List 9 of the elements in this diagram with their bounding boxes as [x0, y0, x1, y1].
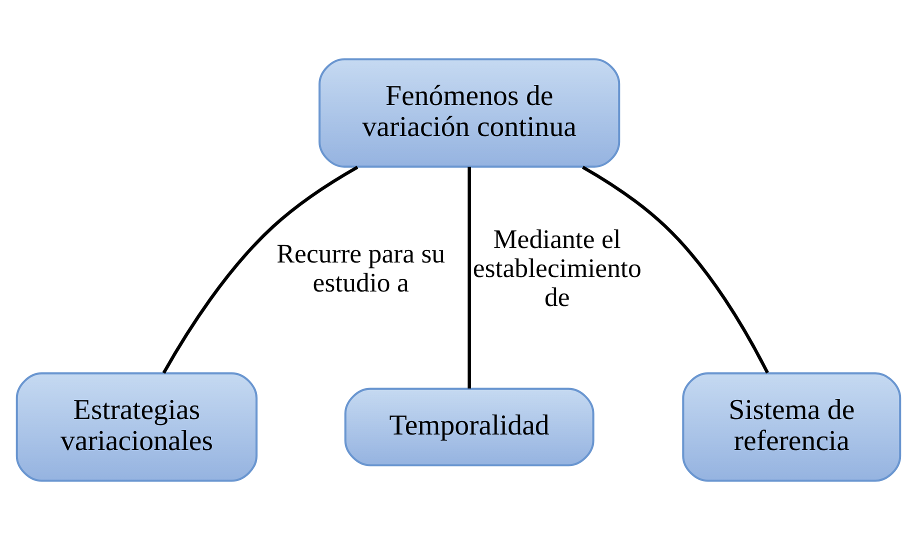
connector: [582, 166, 769, 374]
node-box: Sistema de referencia: [682, 372, 902, 482]
connector: [468, 166, 471, 388]
node-box: Temporalidad: [344, 388, 594, 466]
node-box: Estrategias variacionales: [16, 372, 258, 482]
connector: [162, 166, 358, 374]
node-box: Fenómenos de variación continua: [318, 58, 620, 168]
edge-label: Mediante el establecimiento de: [472, 224, 642, 312]
edge-label: Recurre para su estudio a: [276, 238, 446, 298]
